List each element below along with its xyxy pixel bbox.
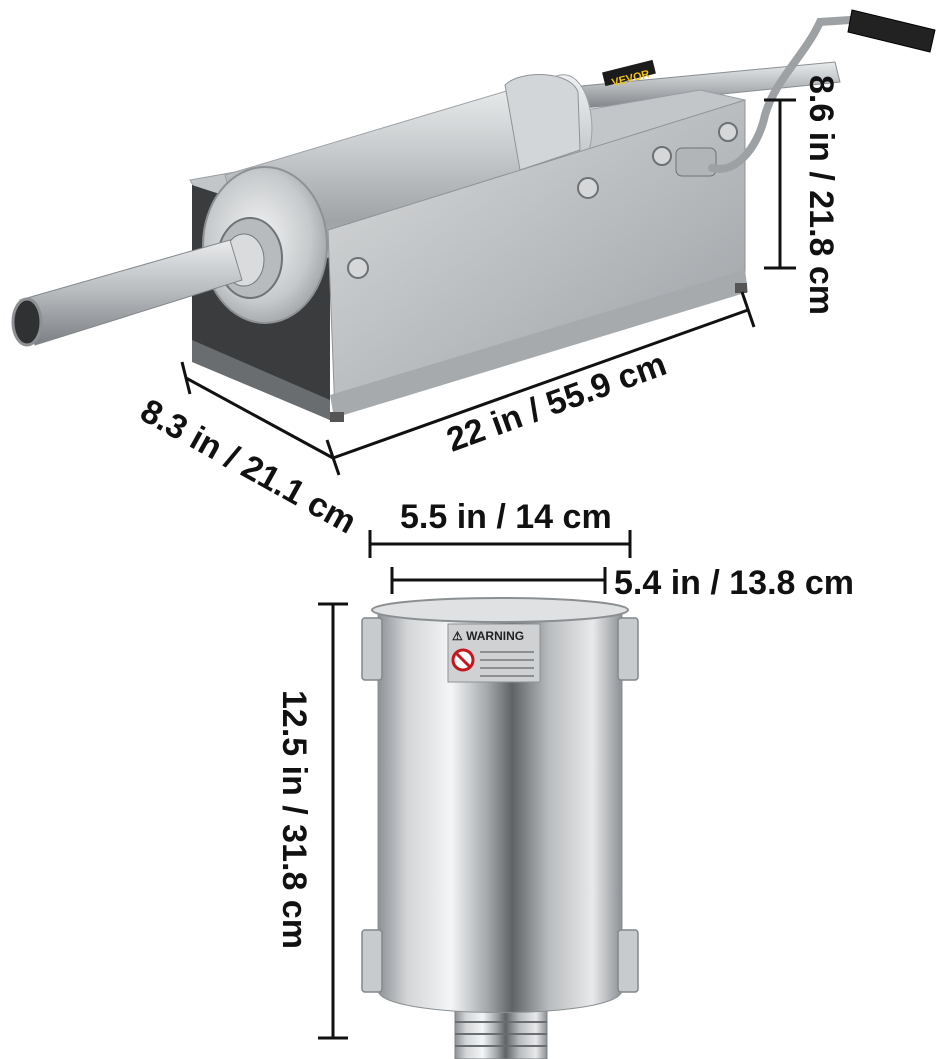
crank-hub xyxy=(675,147,717,177)
thread-lines xyxy=(455,1021,547,1047)
no-hands-icon-slash xyxy=(454,651,472,669)
nozzle-opening xyxy=(11,297,43,347)
frame-lower-lip xyxy=(330,270,748,418)
cylinder-clips xyxy=(361,617,639,993)
warning-title: ⚠ WARNING xyxy=(452,629,524,643)
frame-bolts xyxy=(347,122,738,279)
cylinder-rim xyxy=(371,597,629,623)
dimension-lines-machine xyxy=(180,98,796,476)
machine-height-label: 8.6 in / 21.8 cm xyxy=(802,75,840,315)
crank-grip xyxy=(847,9,936,53)
filling-cylinder: ⚠ WARNING xyxy=(361,597,639,1059)
frame-floor xyxy=(192,340,330,420)
brand-plate xyxy=(602,59,656,87)
frame-foot xyxy=(330,412,344,422)
sausage-stuffer-machine: VEVOR xyxy=(11,9,936,422)
cylinder-shell xyxy=(377,609,623,1013)
warning-fine-print xyxy=(480,651,534,677)
frame-foot xyxy=(735,283,747,293)
cylinder-height-label: 12.5 in / 31.8 cm xyxy=(275,690,313,949)
crank-handle xyxy=(708,16,854,173)
dimension-lines-cylinder xyxy=(318,530,632,1040)
cylinder-collar xyxy=(504,74,581,171)
cylinder-inner-diameter-label: 5.4 in / 13.8 cm xyxy=(614,564,854,602)
cylinder-outer-diameter-label: 5.5 in / 14 cm xyxy=(400,498,612,536)
